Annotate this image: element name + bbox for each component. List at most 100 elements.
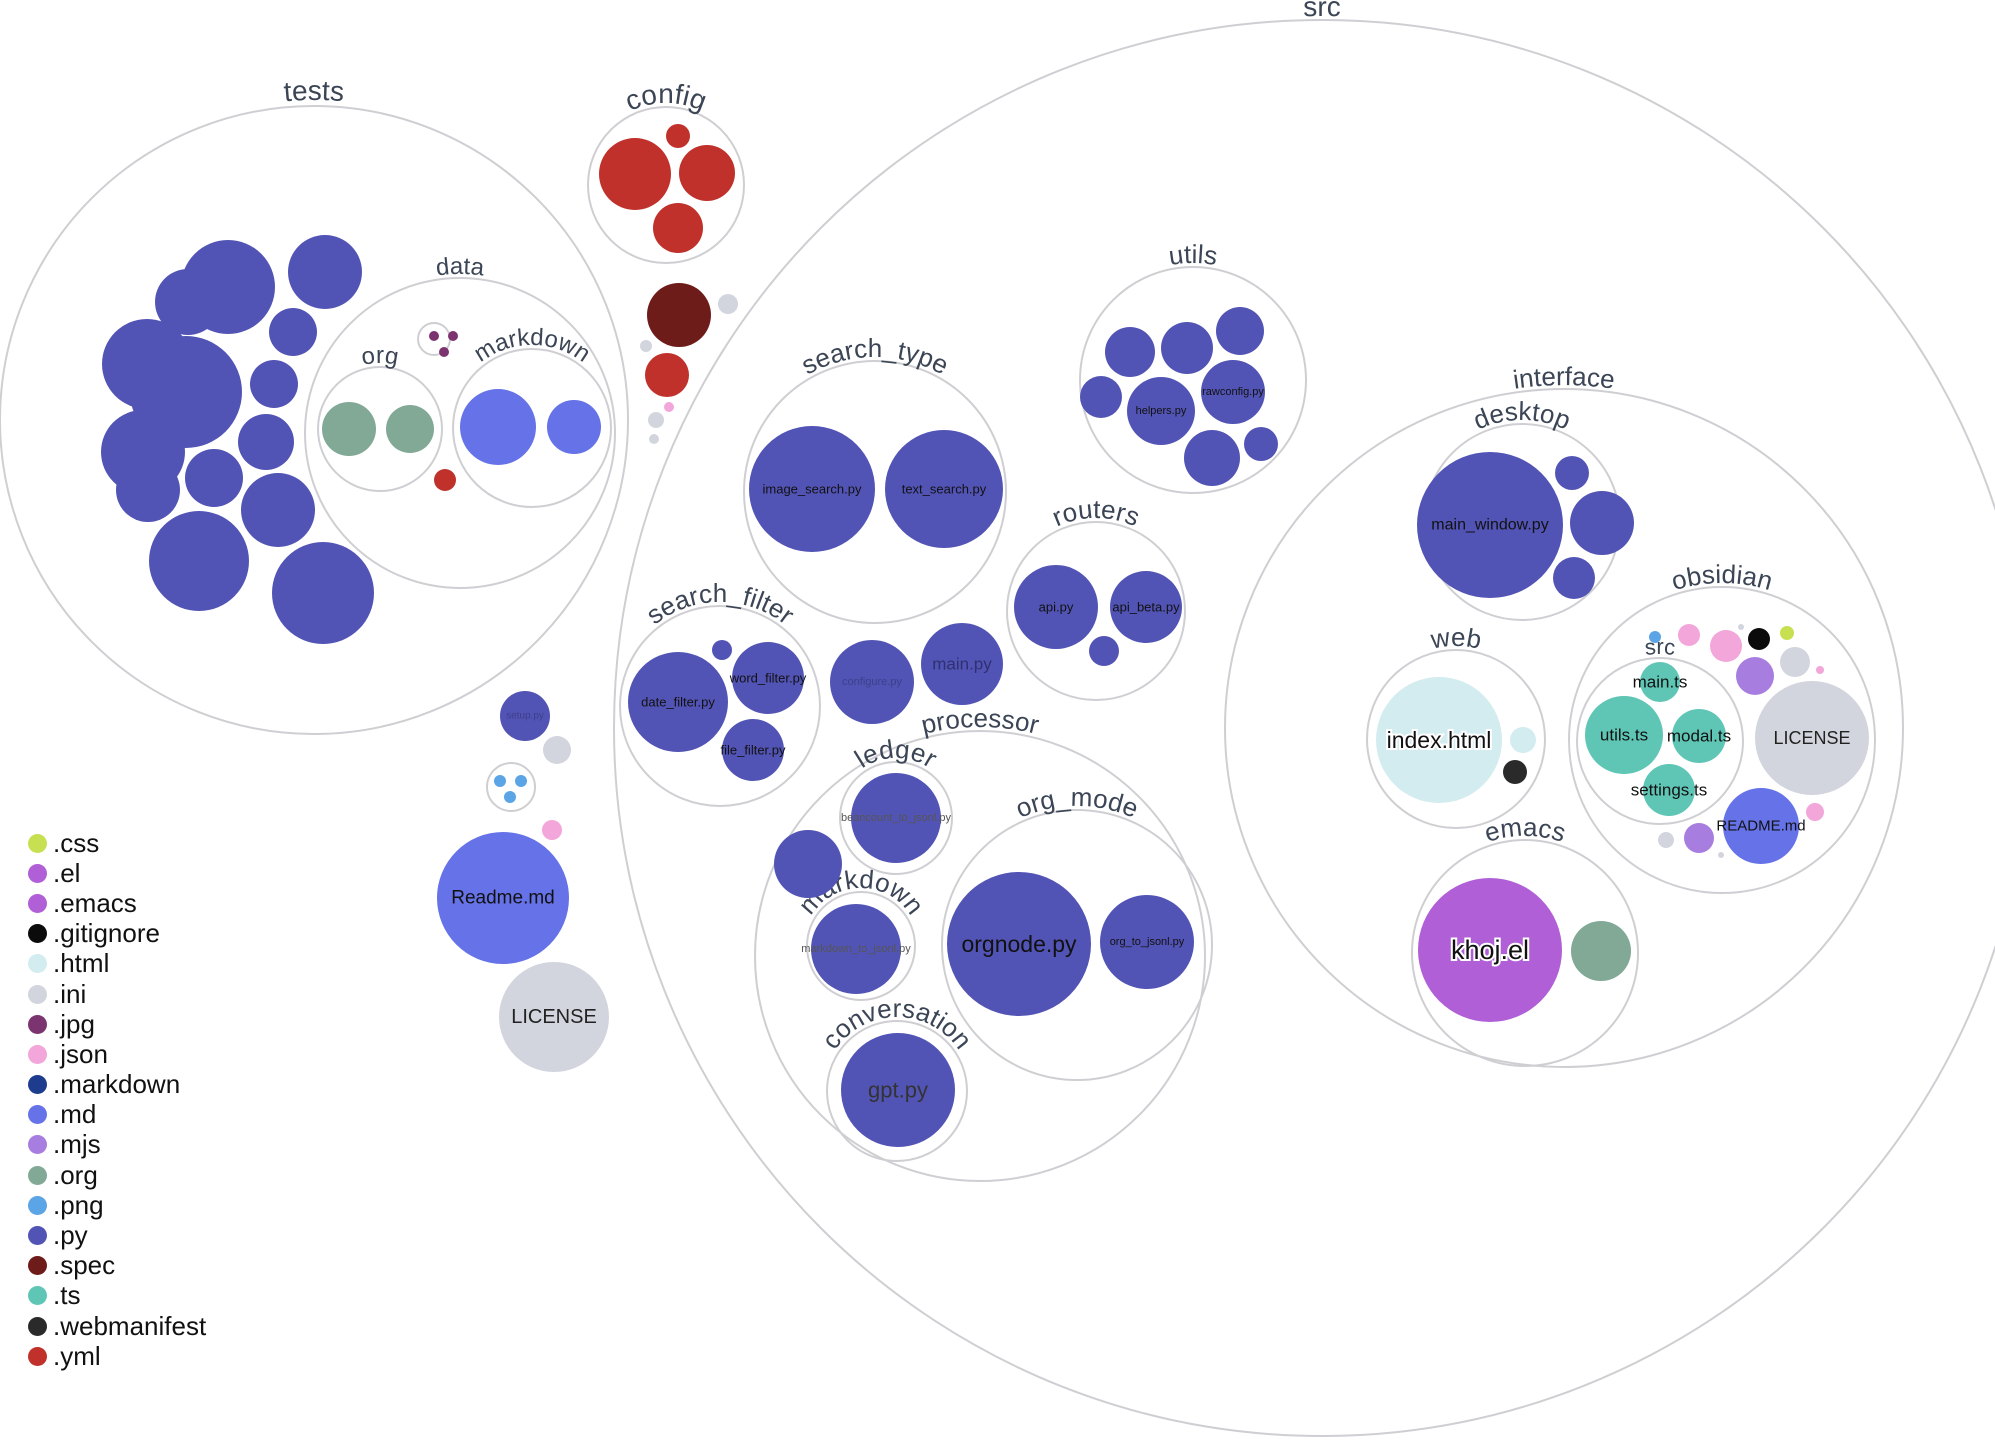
file-markdown-to-jsonl[interactable] [811,904,901,994]
folder-ledger-circle[interactable] [839,761,953,875]
folder-processor-circle[interactable] [754,730,1206,1182]
folder-data-org-circle[interactable] [317,366,443,492]
file-text-search[interactable] [885,430,1003,548]
file-bubble-png[interactable] [515,775,527,787]
file-bubble-py[interactable] [1216,307,1264,355]
file-bubble-yml[interactable] [679,145,735,201]
folder-tests-circle[interactable] [0,105,629,735]
file-bubble-ini[interactable] [648,412,664,428]
folder-conversation-circle[interactable] [826,1020,968,1162]
file-main-window[interactable] [1417,452,1563,598]
file-bubble-py[interactable] [241,473,315,547]
file-bubble-py[interactable] [1089,636,1119,666]
file-bubble-png[interactable] [504,791,516,803]
file-readme[interactable] [437,832,569,964]
file-bubble-py[interactable] [269,308,317,356]
file-bubble-ini[interactable] [649,434,659,444]
file-bubble-py[interactable] [185,449,243,507]
file-license[interactable] [499,962,609,1072]
file-rawconfig[interactable] [1201,360,1265,424]
file-bubble-json[interactable] [1678,624,1700,646]
file-bubble-webmanifest[interactable] [1503,760,1527,784]
file-image-search[interactable] [749,426,875,552]
file-bubble-jpg[interactable] [439,347,449,357]
folder-data-markdown-circle[interactable] [452,348,612,508]
folder-search-type-circle[interactable] [743,360,1007,624]
file-bubble-org[interactable] [322,402,376,456]
file-bubble-json[interactable] [664,402,674,412]
file-bubble-md[interactable] [547,400,601,454]
file-bubble-ini[interactable] [543,736,571,764]
file-bubble-md[interactable] [460,389,536,465]
file-bubble-py[interactable] [272,542,374,644]
file-bubble-png[interactable] [494,775,506,787]
file-gpt[interactable] [841,1033,955,1147]
file-bubble-py[interactable] [1570,491,1634,555]
file-bubble-py[interactable] [1080,376,1122,418]
file-bubble-json[interactable] [1816,666,1824,674]
file-bubble-py[interactable] [1105,327,1155,377]
file-bubble-ini[interactable] [1738,624,1744,630]
folder-routers-circle[interactable] [1006,521,1186,701]
file-bubble-py[interactable] [116,458,180,522]
file-bubble-ini[interactable] [1718,852,1724,858]
file-bubble-py[interactable] [1161,322,1213,374]
file-bubble-yml[interactable] [599,138,671,210]
file-bubble-org[interactable] [1571,921,1631,981]
file-obsidian-license[interactable] [1755,681,1869,795]
file-bubble-ini[interactable] [1780,647,1810,677]
file-settings-ts[interactable] [1643,764,1695,816]
folder-obsidian-src-circle[interactable] [1576,657,1744,825]
file-bubble-py[interactable] [774,830,842,898]
file-bubble-png[interactable] [1649,631,1661,643]
file-main-py[interactable] [921,623,1003,705]
file-bubble-html[interactable] [1510,727,1536,753]
file-api-beta[interactable] [1110,571,1182,643]
file-setup[interactable] [500,691,550,741]
file-bubble-ini[interactable] [1658,832,1674,848]
file-bubble-jpg[interactable] [429,331,439,341]
file-orgnode[interactable] [947,872,1091,1016]
file-bubble-py[interactable] [130,336,242,448]
folder-interface-circle[interactable] [1224,388,1904,1068]
file-bubble-py[interactable] [712,640,732,660]
folder-web-circle[interactable] [1366,649,1546,829]
file-date-filter[interactable] [628,652,728,752]
file-modal-ts[interactable] [1672,709,1726,763]
file-bubble-py[interactable] [1184,430,1240,486]
file-api[interactable] [1014,565,1098,649]
file-bubble-py[interactable] [1555,456,1589,490]
file-bubble-json[interactable] [1710,630,1742,662]
file-bubble-css[interactable] [1780,626,1794,640]
folder-obsidian-circle[interactable] [1568,586,1876,894]
file-beancount[interactable] [851,773,941,863]
folder-config-circle[interactable] [587,106,745,264]
file-obsidian-readme[interactable] [1723,788,1799,864]
file-word-filter[interactable] [732,642,804,714]
folder-org-mode-circle[interactable] [941,809,1213,1081]
folder-src-circle[interactable] [613,19,1995,1437]
file-bubble-py[interactable] [238,414,294,470]
file-bubble-ini[interactable] [718,294,738,314]
file-configure[interactable] [830,640,914,724]
file-bubble-mjs[interactable] [1684,823,1714,853]
file-bubble-ini[interactable] [640,340,652,352]
file-bubble-json[interactable] [1806,803,1824,821]
file-main-ts[interactable] [1640,662,1680,702]
file-file-filter[interactable] [722,719,784,781]
file-org-to-jsonl[interactable] [1100,895,1194,989]
folder-utils-circle[interactable] [1079,266,1307,494]
file-bubble-yml[interactable] [434,469,456,491]
file-bubble-py[interactable] [1553,557,1595,599]
file-bubble-py[interactable] [149,511,249,611]
folder-emacs-circle[interactable] [1411,839,1639,1067]
file-helpers[interactable] [1127,377,1195,445]
file-bubble-py[interactable] [181,240,275,334]
file-bubble-yml[interactable] [645,353,689,397]
file-bubble-yml[interactable] [666,124,690,148]
file-bubble-py[interactable] [250,360,298,408]
file-utils-ts[interactable] [1585,696,1663,774]
file-bubble-py[interactable] [288,235,362,309]
small-folder-circle[interactable] [486,762,536,812]
file-bubble-mjs[interactable] [1736,657,1774,695]
